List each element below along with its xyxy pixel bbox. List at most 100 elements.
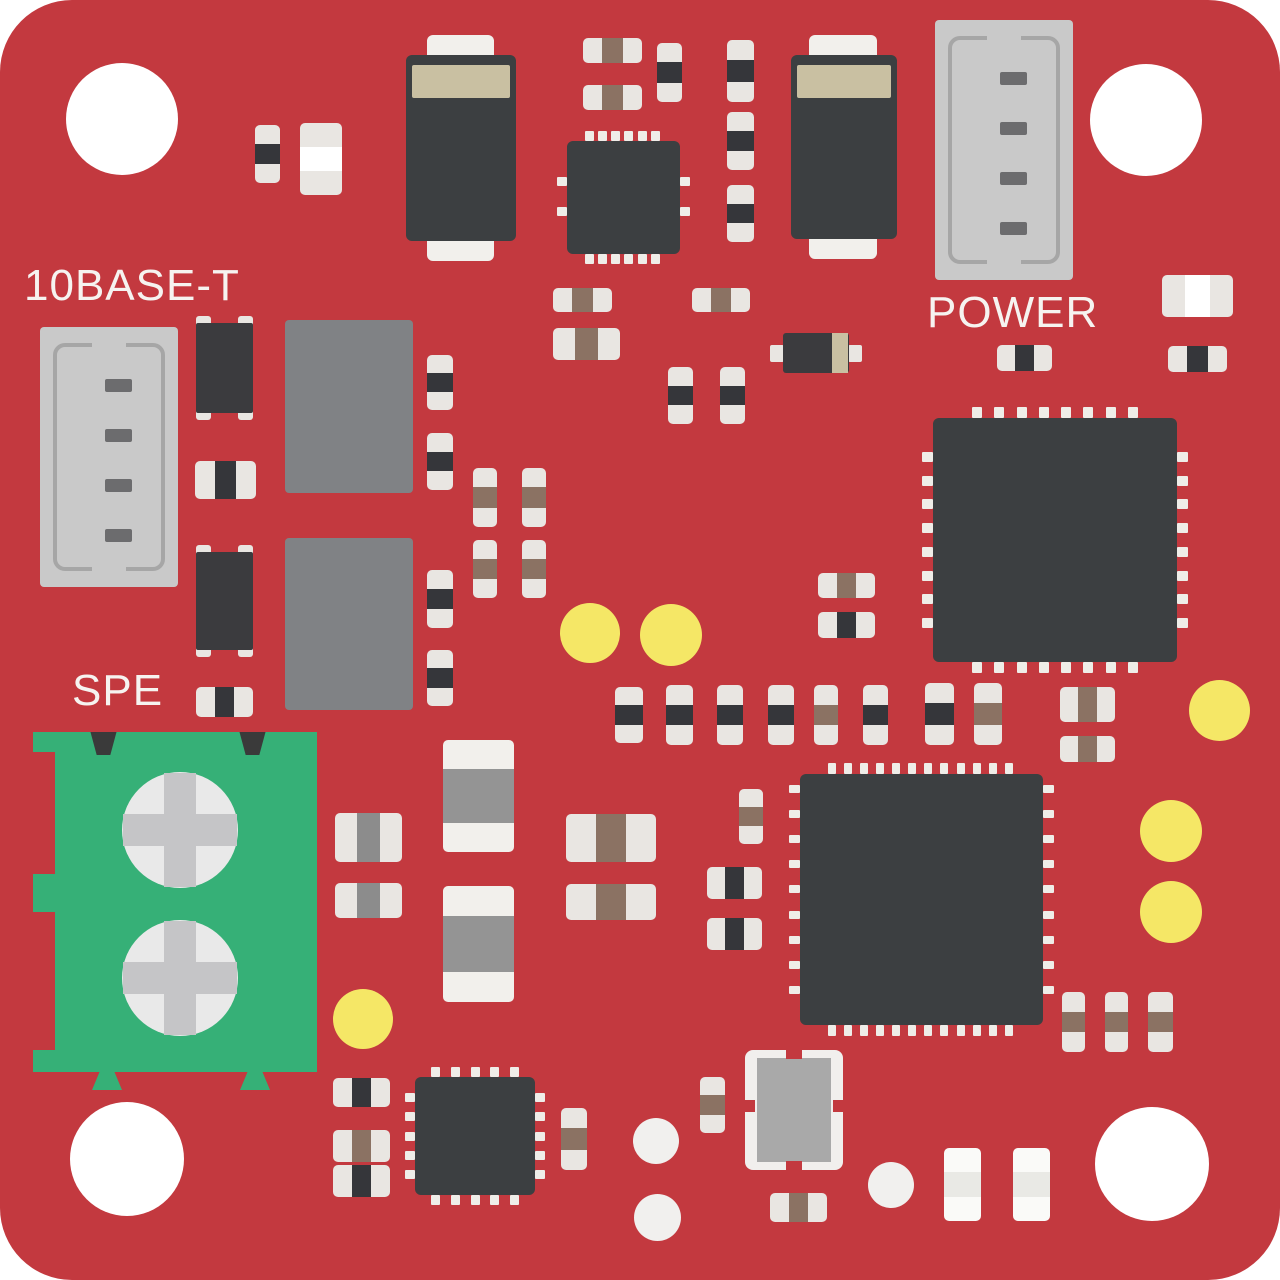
- smd-cap-18: [195, 461, 256, 499]
- ic-regulator-pin: [680, 177, 690, 187]
- ic-mcu-pin: [908, 763, 917, 774]
- cap-white-2: [1013, 1148, 1050, 1221]
- ic-regulator-pin: [585, 254, 595, 264]
- smd-cap-16: [707, 918, 762, 950]
- label-power: POWER: [927, 288, 1099, 337]
- smd-res-10-body: [739, 807, 763, 826]
- ic-phy-pin: [1038, 662, 1049, 673]
- smd-row-3-body: [717, 704, 743, 726]
- mounting-hole-bottom-right: [1095, 1107, 1209, 1221]
- ic-phy-pin: [922, 594, 933, 605]
- smd-cap-8: [727, 112, 754, 170]
- connector-power-pin-3: [1000, 172, 1027, 185]
- smd-res-10: [739, 789, 763, 844]
- smd-res-3: [473, 540, 497, 598]
- sot23-transistor-1: [196, 316, 253, 420]
- spe-terminal-block-screw-2-cross-v: [164, 921, 196, 1035]
- ic-small-pin: [450, 1195, 460, 1205]
- smd-res-19-body: [595, 814, 627, 862]
- ic-phy-pin: [1128, 662, 1139, 673]
- smd-res-1-body: [473, 487, 497, 508]
- smd-cap-12: [997, 345, 1052, 371]
- smd-cap-7: [727, 40, 754, 102]
- smd-res-21: [333, 1130, 390, 1162]
- ic-phy-pin: [1177, 617, 1188, 628]
- smd-cap-19: [333, 1078, 390, 1107]
- ic-mcu-pin: [892, 763, 901, 774]
- smd-cap-13: [1168, 346, 1227, 372]
- ic-mcu-pin: [1043, 985, 1054, 994]
- crystal-oscillator-notch-right: [833, 1100, 843, 1112]
- smd-gray-1: [335, 813, 402, 862]
- mounting-hole-top-left: [66, 63, 178, 175]
- ic-phy-pin: [1177, 523, 1188, 534]
- smd-res-11-body: [602, 38, 623, 63]
- cap-tall-1: [443, 740, 514, 852]
- ic-phy-pin: [922, 570, 933, 581]
- ic-regulator-pin: [611, 131, 621, 141]
- ic-mcu-pin: [827, 1025, 836, 1036]
- smd-white-2: [1162, 275, 1233, 317]
- spe-terminal-block-tab-2: [240, 1072, 270, 1090]
- ic-small-pin: [490, 1067, 500, 1077]
- smd-row-6: [863, 685, 888, 745]
- ic-phy-pin: [1083, 662, 1094, 673]
- ic-mcu-pin: [1043, 810, 1054, 819]
- sot23-transistor-1-body: [196, 323, 253, 413]
- ic-small-pin: [405, 1131, 415, 1141]
- ic-mcu-pin: [827, 763, 836, 774]
- ic-mcu-pin: [1004, 1025, 1013, 1036]
- smd-row-8: [974, 683, 1002, 745]
- ic-mcu-pin: [789, 885, 800, 894]
- connector-10base-t-pin-1: [105, 379, 132, 392]
- mounting-hole-top-right: [1090, 64, 1202, 176]
- ic-regulator-pin: [624, 254, 634, 264]
- connector-10base-t-pin-3: [105, 479, 132, 492]
- smd-res-15: [553, 328, 620, 360]
- spe-terminal-block-notch-1: [33, 752, 55, 874]
- smd-res-14-body: [711, 288, 731, 312]
- ic-mcu-pin: [972, 1025, 981, 1036]
- smd-row-5: [814, 685, 838, 745]
- connector-power: [935, 20, 1073, 280]
- crystal-oscillator-notch-bottom: [786, 1161, 802, 1170]
- ic-mcu-pin: [843, 763, 852, 774]
- ic-regulator-pin: [598, 254, 608, 264]
- smd-cap-3: [427, 433, 453, 490]
- smd-row-2: [666, 685, 693, 745]
- sot23-transistor-2-body: [196, 552, 253, 650]
- ic-small-pin: [430, 1195, 440, 1205]
- ic-mcu-pin: [859, 763, 868, 774]
- ic-phy-pin: [1038, 407, 1049, 418]
- smd-cap-17: [196, 687, 253, 717]
- bulk-capacitor-2: [791, 35, 897, 259]
- ic-mcu-pin: [908, 1025, 917, 1036]
- ic-mcu-pin: [789, 910, 800, 919]
- smd-res-19: [566, 814, 656, 862]
- test-point-1: [560, 603, 620, 663]
- ic-phy-pin: [922, 452, 933, 463]
- label-10base-t: 10BASE-T: [24, 261, 240, 310]
- ic-mcu-body: [800, 774, 1043, 1025]
- ic-regulator-pin: [598, 131, 608, 141]
- smd-cap-10-body: [668, 385, 693, 406]
- ic-phy-pin: [1016, 662, 1027, 673]
- smd-gray-2: [335, 883, 402, 918]
- spe-terminal-block-wire-slot-2: [239, 732, 266, 755]
- ic-small-pin: [470, 1195, 480, 1205]
- smd-cap-9-body: [727, 203, 754, 224]
- ic-regulator-pin: [637, 254, 647, 264]
- smd-cap-11: [720, 367, 745, 424]
- smd-white-2-body: [1185, 275, 1210, 317]
- smd-cap-2-body: [427, 373, 453, 392]
- smd-cap-15: [707, 867, 762, 899]
- connector-power-pin-2: [1000, 122, 1027, 135]
- ic-regulator-pin: [680, 206, 690, 216]
- ic-small-pin: [450, 1067, 460, 1077]
- smd-res-22: [770, 1193, 827, 1222]
- ic-regulator-pin: [624, 131, 634, 141]
- ic-phy-pin: [922, 617, 933, 628]
- smd-res-12-body: [602, 85, 623, 110]
- smd-res-20: [566, 884, 656, 920]
- smd-res-3-body: [473, 559, 497, 579]
